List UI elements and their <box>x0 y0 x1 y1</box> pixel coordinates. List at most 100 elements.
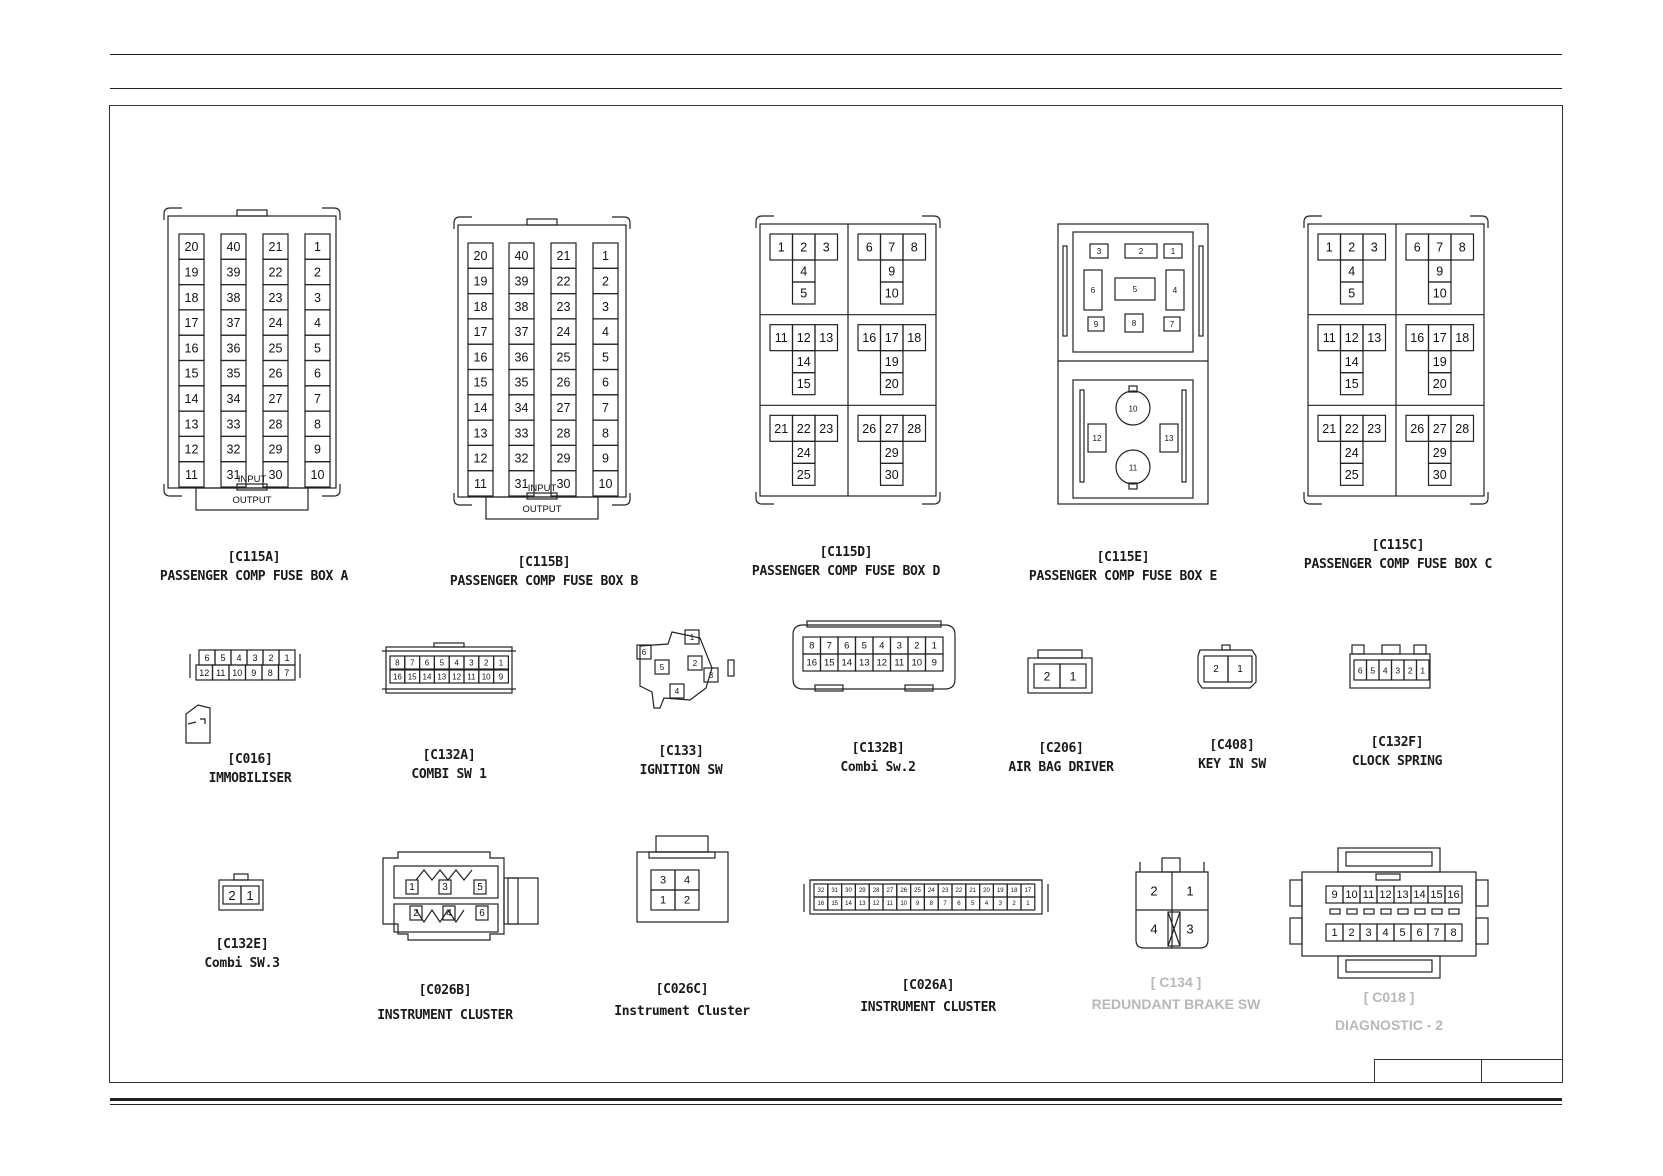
pin-number: 8 <box>911 241 918 255</box>
pin-number: 15 <box>1345 377 1359 391</box>
pin-number: 15 <box>797 377 811 391</box>
input-label: INPUT <box>238 474 267 485</box>
connector-code: [C026C] <box>655 982 709 997</box>
pin-number: 22 <box>797 422 811 436</box>
pin-number: 18 <box>185 291 199 305</box>
housing-hook <box>163 484 182 497</box>
pin-number: 23 <box>269 291 283 305</box>
pin-number: 14 <box>797 355 811 369</box>
pin-number: 2 <box>484 659 489 668</box>
pin-number: 32 <box>818 888 825 894</box>
pin-cell <box>1444 885 1463 904</box>
housing-tab <box>236 209 268 217</box>
pin-number: 2 <box>314 265 321 279</box>
pin-number: 29 <box>1433 446 1447 460</box>
spacer <box>1363 908 1375 915</box>
spacer <box>1346 908 1358 915</box>
pin-number: 2 <box>1408 666 1413 676</box>
pin-cell <box>1362 414 1387 442</box>
pin-number: 6 <box>479 908 485 919</box>
housing-latch <box>1381 644 1401 655</box>
connector-name: PASSENGER COMP FUSE BOX D <box>751 564 941 579</box>
title-block <box>1374 1059 1562 1082</box>
pin-cell <box>493 655 510 670</box>
pin-number: 6 <box>866 241 873 255</box>
pin-number: 6 <box>1358 666 1363 676</box>
pin-number: 7 <box>284 668 289 678</box>
key-tab <box>1375 873 1401 881</box>
pin-cell <box>1124 243 1158 259</box>
pin-cell <box>791 462 816 486</box>
pin-number: 28 <box>1455 422 1469 436</box>
pin-cell <box>1083 269 1103 311</box>
pin-number: 19 <box>885 355 899 369</box>
pin-number: 9 <box>888 265 895 279</box>
pin-number: 3 <box>897 641 902 652</box>
pin-number: 5 <box>1399 927 1405 939</box>
pin-number: 3 <box>1186 922 1193 937</box>
pin-number: 24 <box>928 888 935 894</box>
pin-number: 2 <box>268 653 273 663</box>
pin-number: 4 <box>454 659 459 668</box>
pin-number: 11 <box>775 331 788 345</box>
pin-number: 20 <box>474 249 488 263</box>
connector-code: [C115A] <box>227 550 281 565</box>
pin-number: 26 <box>900 888 907 894</box>
pin-number: 16 <box>1410 331 1424 345</box>
pin-number: 1 <box>499 659 504 668</box>
pin-number: 13 <box>1396 889 1408 901</box>
label-c026b: [C026B]INSTRUMENT CLUSTER <box>377 981 513 1025</box>
housing-latch <box>1221 644 1231 651</box>
pin-cell <box>1415 659 1430 681</box>
housing-tab <box>526 218 558 226</box>
pin-number: 14 <box>845 901 852 907</box>
label-c132f: [C132F]CLOCK SPRING <box>1352 733 1443 771</box>
label-c115a: [C115A]PASSENGER COMP FUSE BOX A <box>160 548 348 586</box>
pin-number: 10 <box>311 468 325 482</box>
pin-number: 6 <box>602 376 609 390</box>
pin-number: 15 <box>831 901 838 907</box>
housing-hook <box>612 216 631 229</box>
pin-number: 15 <box>408 673 417 682</box>
side-lug <box>1475 879 1489 907</box>
pin-number: 5 <box>862 641 867 652</box>
connector-name: INSTRUMENT CLUSTER <box>377 1008 513 1023</box>
pin-number: 21 <box>774 422 788 436</box>
pin-cell <box>508 470 535 497</box>
pin-number: 40 <box>515 249 529 263</box>
immobiliser-bracket <box>185 704 211 744</box>
pin-number: 10 <box>599 477 613 491</box>
pin-number: 16 <box>393 673 402 682</box>
pin-cell <box>1362 324 1387 352</box>
pin-number: 23 <box>819 422 833 436</box>
input-tab <box>526 492 558 500</box>
input-label: INPUT <box>528 483 557 494</box>
label-c016: [C016]IMMOBILISER <box>209 750 292 788</box>
housing-hook <box>453 216 472 229</box>
connector-code: [C206] <box>1038 741 1084 756</box>
pin-cell <box>669 683 685 699</box>
key-box <box>1167 911 1181 947</box>
pin-number: 5 <box>440 659 445 668</box>
housing-hook <box>322 207 341 220</box>
pin-cell <box>814 324 839 352</box>
pin-cell <box>902 233 927 261</box>
label-c132e: [C132E]Combi SW.3 <box>204 935 280 973</box>
label-c115d: [C115D]PASSENGER COMP FUSE BOX D <box>752 543 940 581</box>
pin-number: 6 <box>314 367 321 381</box>
pin-number: 29 <box>859 888 866 894</box>
pin-number: 2 <box>602 274 609 288</box>
pin-cell <box>220 461 247 488</box>
pin-cell <box>814 414 839 442</box>
latch-base <box>648 851 716 859</box>
label-c115b: [C115B]PASSENGER COMP FUSE BOX B <box>450 553 638 591</box>
pin-cell <box>1087 316 1105 332</box>
pin-number: 19 <box>185 265 199 279</box>
pin-number: 9 <box>916 901 920 907</box>
pin-number: 2 <box>800 241 807 255</box>
pin-number: 8 <box>1459 241 1466 255</box>
pin-number: 29 <box>557 452 571 466</box>
housing-foot <box>814 684 844 692</box>
pin-number: 2 <box>684 895 690 907</box>
pin-number: 12 <box>452 673 461 682</box>
